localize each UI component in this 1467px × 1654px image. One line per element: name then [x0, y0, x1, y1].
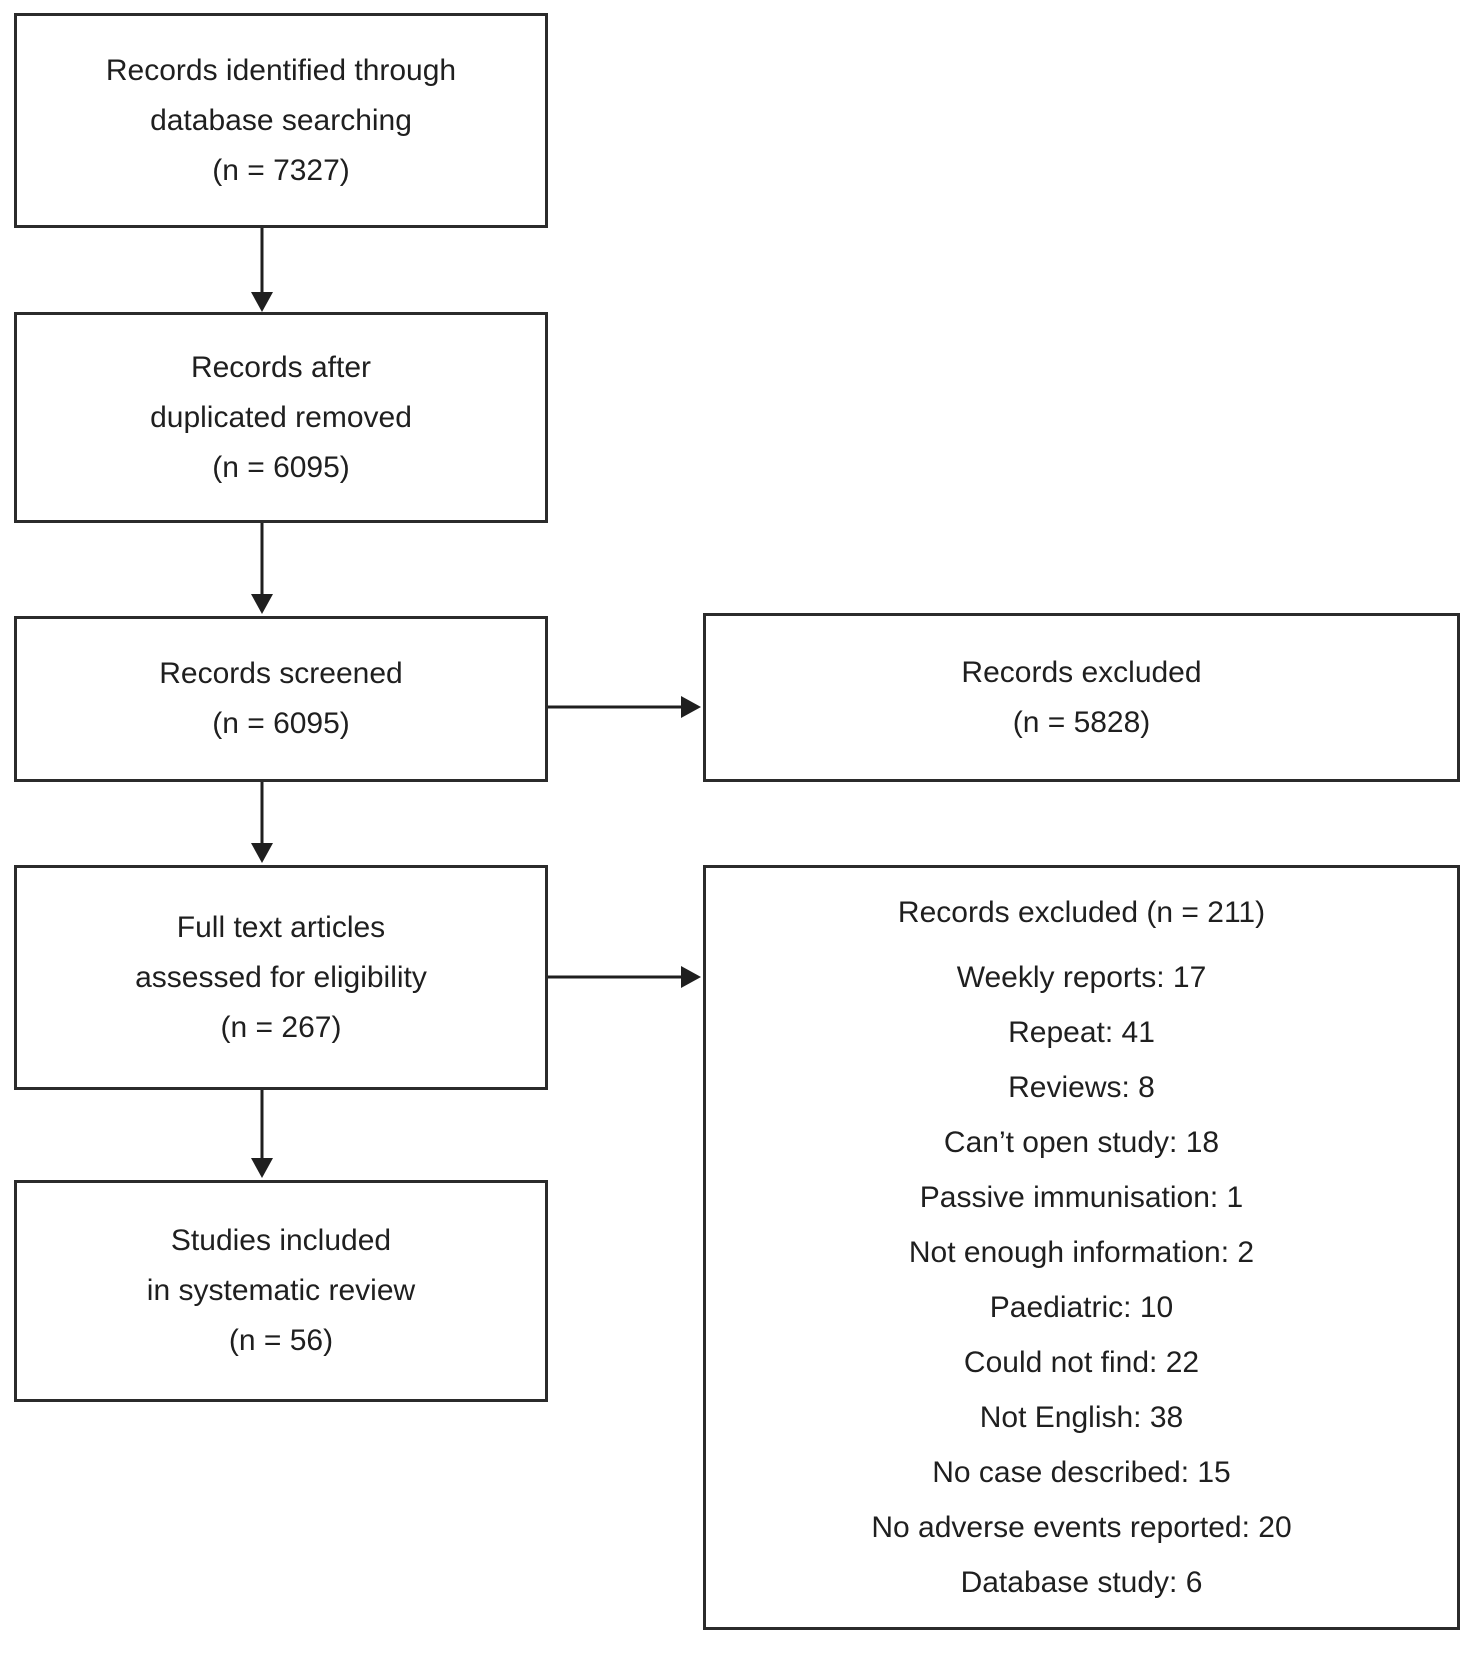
box-text-line: in systematic review: [146, 1274, 416, 1307]
box-records-excluded-screening: Records excluded (n = 5828): [703, 613, 1460, 782]
box-count-line: (n = 5828): [1012, 705, 1151, 739]
arrow-right-eligibility-to-excluded-icon: [548, 966, 701, 988]
exclusion-reason: Passive immunisation: 1: [919, 1181, 1244, 1214]
exclusion-reason: No adverse events reported: 20: [871, 1511, 1292, 1544]
exclusion-reason: Could not find: 22: [963, 1346, 1200, 1379]
box-studies-included: Studies included in systematic review (n…: [14, 1180, 548, 1402]
exclusion-reason: Paediatric: 10: [989, 1291, 1174, 1324]
box-text-line: Records after: [190, 350, 372, 384]
exclusion-reason: Can’t open study: 18: [943, 1126, 1220, 1159]
arrow-down-screened-to-eligibility-icon: [251, 782, 273, 863]
box-text-line: Full text articles: [176, 910, 386, 944]
box-text-line: assessed for eligibility: [135, 960, 427, 994]
box-fulltext-assessed: Full text articles assessed for eligibil…: [14, 865, 548, 1090]
arrow-down-identification-to-dedup-icon: [251, 228, 273, 312]
box-records-identified: Records identified through database sear…: [14, 13, 548, 228]
arrow-down-dedup-to-screened-icon: [251, 523, 273, 614]
box-records-after-duplicates-removed: Records after duplicated removed (n = 60…: [14, 312, 548, 523]
exclusion-reason: Database study: 6: [960, 1566, 1203, 1599]
arrow-down-eligibility-to-included-icon: [251, 1090, 273, 1178]
box-text-line: Studies included: [170, 1224, 392, 1257]
box-text-line: database searching: [150, 103, 412, 137]
exclusion-title: Records excluded (n = 211): [897, 896, 1266, 929]
box-text-line: duplicated removed: [150, 400, 412, 434]
box-records-screened: Records screened (n = 6095): [14, 616, 548, 782]
box-text-line: Records identified through: [105, 53, 457, 87]
box-text-line: Records screened: [159, 657, 403, 690]
box-text-line: Records excluded: [961, 655, 1202, 689]
box-count-line: (n = 56): [228, 1324, 334, 1357]
box-count-line: (n = 6095): [212, 707, 350, 740]
arrow-right-screened-to-excluded-icon: [548, 696, 701, 718]
exclusion-reason: Not English: 38: [979, 1401, 1184, 1434]
exclusion-reason: Repeat: 41: [1008, 1016, 1155, 1049]
box-count-line: (n = 267): [220, 1010, 342, 1044]
box-records-excluded-fulltext: Records excluded (n = 211) Weekly report…: [703, 865, 1460, 1630]
exclusion-reason: No case described: 15: [932, 1456, 1231, 1489]
exclusion-reason: Weekly reports: 17: [956, 961, 1207, 994]
exclusion-reason: Not enough information: 2: [908, 1236, 1255, 1269]
box-count-line: (n = 6095): [212, 450, 350, 484]
box-count-line: (n = 7327): [212, 153, 350, 187]
exclusion-reason: Reviews: 8: [1008, 1071, 1155, 1104]
